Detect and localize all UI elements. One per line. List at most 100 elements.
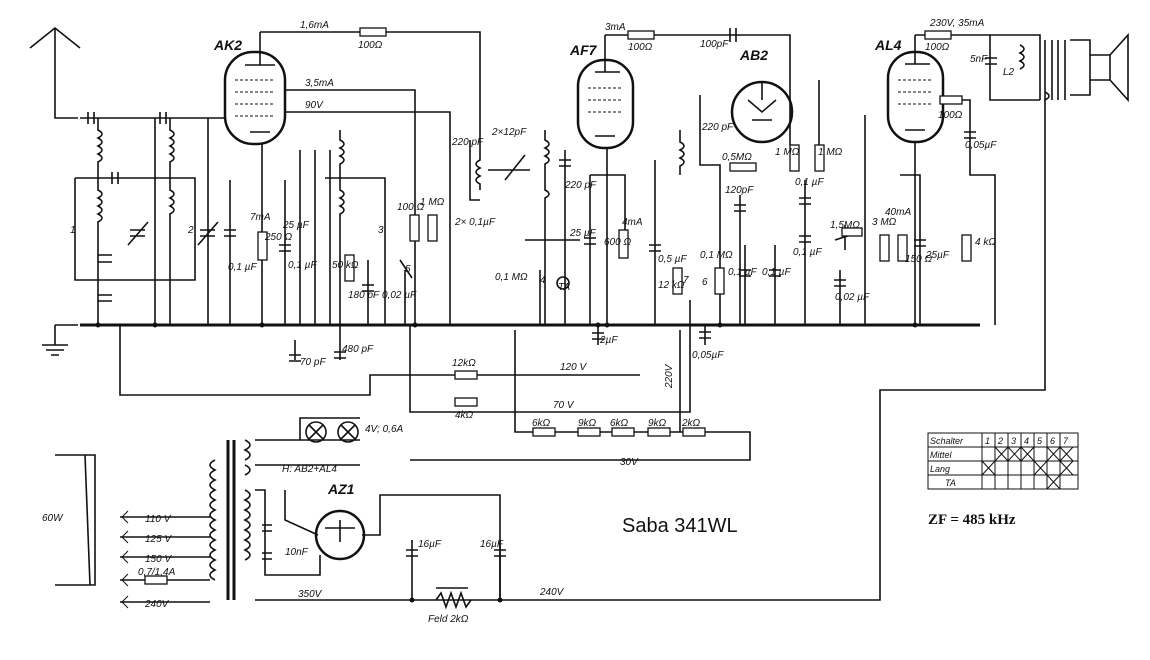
switch-2-label: 2 [187,225,194,236]
af7-cap-label: 100pF [700,39,729,50]
table-cross-mark [1059,446,1074,462]
c-16b-label: 16µF [480,539,504,550]
al4-res-label: 100Ω [925,42,950,53]
r-4k-bus-label: 4kΩ [455,410,474,421]
table-cross-mark [1059,460,1074,476]
r-100-label: 100 Ω [397,202,424,213]
r-2k-label: 2kΩ [681,418,701,429]
r-1m-label: 1 MΩ [420,197,445,208]
c-005-label: 0,05µF [692,350,724,361]
table-header-col: 3 [1011,436,1016,446]
table-cross-mark [981,460,996,476]
v-240-label: 240V [539,587,565,598]
af7-res-label: 100Ω [628,42,653,53]
ak2-current-label: 1,6mA [300,20,329,31]
r-12k-bus-label: 12kΩ [452,358,476,369]
ak2-screen-voltage: 90V [305,100,324,111]
r-01mb-label: 0,1 MΩ [700,250,733,261]
c-01a-label: 0,1 µF [228,262,257,273]
heater-label: H: AB2+AL4 [282,464,337,475]
table-cross-mark [1033,460,1048,476]
r-4k-label: 4 kΩ [975,237,996,248]
fuse-label: 0,7/1,4A [138,567,176,578]
c-01c-label: 0,1 µF [728,267,757,278]
table-header-col: 7 [1063,436,1069,446]
ak2-ma-label: 7mA [250,212,271,223]
l2-label: L2 [1003,67,1015,78]
switch-6-label: 6 [702,277,708,288]
ak2-res-label: 100Ω [358,40,383,51]
tube-az1-label: AZ1 [327,481,355,497]
table-cross-mark [1046,446,1061,462]
table-header-label: Schalter [930,436,964,446]
c-01d-label: 0,1 µF [762,267,791,278]
tube-ab2-label: AB2 [739,47,768,63]
r-6k-b-label: 6kΩ [610,418,629,429]
field-label: Feld 2kΩ [428,614,469,625]
ground-symbol [42,324,78,356]
ta-jack-icon[interactable] [556,276,570,290]
c-16a-label: 16µF [418,539,442,550]
input-coils [74,112,219,325]
r-9k-b-label: 9kΩ [648,418,667,429]
c-05-label: 0,5 µF [658,254,687,265]
tap-110-label: 110 V [145,514,172,525]
c-01b-label: 0,1 µF [288,260,317,271]
table-row-label: Mittel [930,450,953,460]
c-180-label: 180 pF [348,290,380,301]
table-cross-mark [1046,474,1061,490]
pot-15-label: 1,5MΩ [830,220,860,231]
r-600-label: 600 Ω [604,237,631,248]
r-150-label: 150 Ω [905,254,932,265]
r-05m-label: 0,5MΩ [722,152,752,163]
tube-az1: AZ1 [314,481,366,561]
c-70-label: 70 pF [300,357,326,368]
tube-al4: AL4 [874,35,945,325]
c-2x12-label: 2×12pF [491,127,527,138]
table-header-col: 5 [1037,436,1043,446]
junction-dots [95,322,918,603]
c-120-label: 120pF [725,185,754,196]
c-220b-label: 220 pF [564,180,597,191]
switch-5-label: 5 [405,264,411,275]
c-01e-label: 0,1 µF [795,177,824,188]
tube-ab2: AB2 [730,47,794,144]
switch-4-label: 4 [540,275,546,286]
c-002b-label: 0,02 µF [835,292,870,303]
pilot-lamp-2-icon [337,421,359,443]
power-label: 60W [42,513,64,524]
tube-ak2: AK2 [213,32,287,325]
af7-ma-label: 4mA [622,217,643,228]
r-250-label: 250 Ω [264,232,292,243]
table-cross-mark [1007,446,1022,462]
table-header-col: 1 [985,436,990,446]
r-50k-label: 50 kΩ [332,260,359,271]
tube-af7-label: AF7 [569,42,598,58]
v-120-label: 120 V [560,362,587,373]
r-1mb-label: 1 MΩ [818,147,843,158]
v-70-label: 70 V [553,400,575,411]
ta-label: TA [558,282,570,293]
power-transformer [209,439,251,600]
switch-7-label: 7 [683,275,689,286]
speaker-icon [1070,32,1129,103]
c-220a-label: 220 pF [451,137,484,148]
tap-150-label: 150 V [145,554,172,565]
c-5nf-label: 5nF [970,54,988,65]
tube-al4-label: AL4 [874,37,902,53]
tube-ak2-label: AK2 [213,37,242,53]
antenna-symbol [29,26,81,119]
r-6k-a-label: 6kΩ [532,418,551,429]
c-2x01-label: 2× 0,1µF [454,217,496,228]
switch-3-label: 3 [378,225,384,236]
al4-supply-label: 230V, 35mA [929,18,985,29]
c-002-label: 0,02 µF [382,290,417,301]
al4-grid-res-label: 100Ω [938,110,963,121]
r-12k-label: 12 kΩ [658,280,685,291]
r-1ma-label: 1 MΩ [775,147,800,158]
r-01m-label: 0,1 MΩ [495,272,528,283]
v-350-label: 350V [298,589,323,600]
c-25c-label: 25µF [925,250,950,261]
v-220-label: 220V [664,363,675,389]
